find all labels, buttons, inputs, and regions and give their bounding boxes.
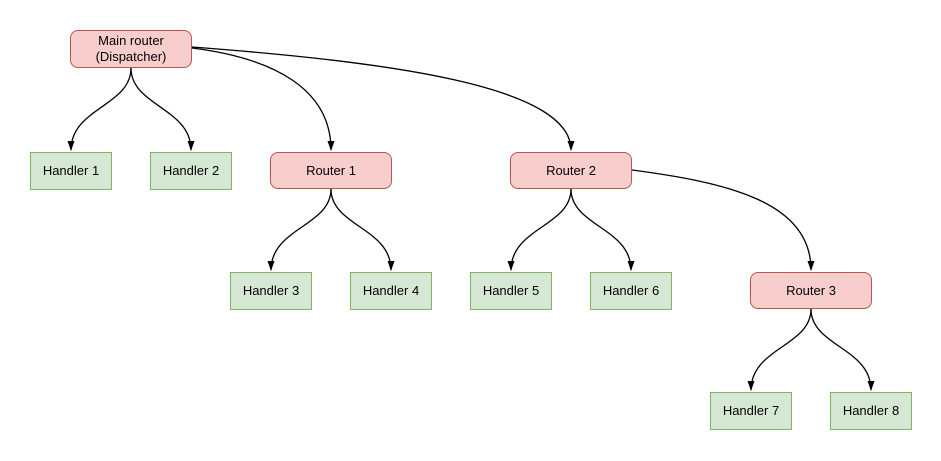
node-main-router: Main router (Dispatcher)	[70, 30, 192, 68]
node-router-3: Router 3	[750, 272, 872, 309]
edge-router-2-to-router-3	[631, 169, 815, 271]
edge-main-router-to-handler-1	[67, 67, 132, 151]
edge-main-router-to-router-1	[191, 47, 335, 151]
node-router-3-label: Router 3	[786, 282, 836, 298]
node-router-2: Router 2	[510, 152, 632, 189]
node-handler-6-label: Handler 6	[602, 283, 660, 298]
edge-router-1-to-handler-4	[330, 188, 395, 271]
node-handler-7: Handler 7	[710, 392, 792, 430]
node-handler-8: Handler 8	[830, 392, 912, 430]
node-main-router-label-line2: (Dispatcher)	[95, 49, 167, 64]
edge-router-2-to-handler-5	[507, 188, 572, 271]
node-router-2-label: Router 2	[546, 162, 596, 178]
node-handler-3-label: Handler 3	[242, 283, 300, 298]
node-handler-2: Handler 2	[150, 152, 232, 190]
node-handler-7-label: Handler 7	[722, 403, 780, 418]
node-handler-4: Handler 4	[350, 272, 432, 310]
node-handler-4-label: Handler 4	[362, 283, 420, 298]
node-handler-1: Handler 1	[30, 152, 112, 190]
edge-router-3-to-handler-8	[810, 308, 875, 391]
node-handler-1-label: Handler 1	[42, 163, 100, 178]
node-router-1: Router 1	[270, 152, 392, 189]
node-handler-6: Handler 6	[590, 272, 672, 310]
node-handler-5-label: Handler 5	[482, 283, 540, 298]
node-handler-5: Handler 5	[470, 272, 552, 310]
edge-main-router-to-router-2	[191, 46, 575, 151]
edge-router-3-to-handler-7	[747, 308, 812, 391]
node-handler-3: Handler 3	[230, 272, 312, 310]
edge-main-router-to-handler-2	[130, 67, 195, 151]
node-main-router-label-line1: Main router	[98, 33, 164, 48]
edge-router-2-to-handler-6	[570, 188, 635, 271]
node-router-1-label: Router 1	[306, 162, 356, 178]
edge-router-1-to-handler-3	[267, 188, 332, 271]
node-handler-2-label: Handler 2	[162, 163, 220, 178]
node-handler-8-label: Handler 8	[842, 403, 900, 418]
